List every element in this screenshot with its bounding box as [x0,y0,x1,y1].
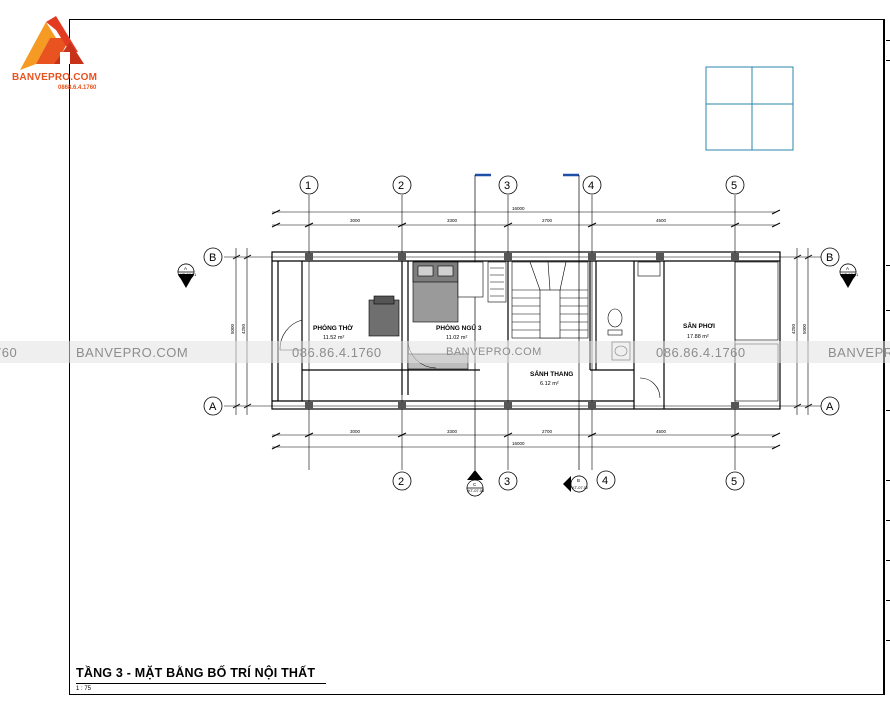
section-a-right-letter: A [846,266,849,271]
key-plan [705,66,794,151]
dim-top-1: 3000 [350,218,361,223]
title-block-tick [886,60,890,61]
dim-left-inner: 4250 [241,323,246,334]
stairs [511,261,589,339]
dimension-lines [232,209,813,450]
logo-phone-text: 0868.6.4.1760 [58,85,97,91]
dim-overall-top: 16000 [512,206,525,211]
title-block-tick [886,640,890,641]
section-c-sheet: KT-07.03 [468,488,485,493]
grid-bubble-5-top: 5 [731,180,737,192]
room-name-drying-yard: SÂN PHƠI [683,321,715,330]
drawing-title-underline [76,683,326,684]
section-b-letter: B [577,478,580,483]
drawing-scale: 1 : 75 [76,686,92,692]
dim-bottom-4: 4500 [656,429,667,434]
grid-bubble-b-right: B [826,252,833,264]
dim-top-4: 4500 [656,218,667,223]
title-block-tick [886,480,890,481]
dim-top-3: 2700 [542,218,553,223]
grid-bubble-b-left: B [209,252,216,264]
room-area-stair-hall: 6.12 m² [540,381,559,387]
title-block-tick [886,520,890,521]
room-name-stair-hall: SẢNH THANG [530,369,573,378]
grid-bubble-2-bottom: 2 [398,476,404,488]
watermark-phone-left: 086.86.4.1760 [292,345,382,360]
dim-left-height: 5000 [230,323,235,334]
walls [271,251,781,410]
grid-bubble-3-top: 3 [504,180,510,192]
title-block-tick [886,410,890,411]
grid-bubble-a-right: A [826,401,834,413]
grid-bubble-2-top: 2 [398,180,404,192]
section-a-left-letter: A [184,266,187,271]
dim-bottom-1: 3000 [350,429,361,434]
dim-right-height: 5000 [802,323,807,334]
title-block-tick [886,560,890,561]
dim-overall-bottom: 16000 [512,441,525,446]
section-a-left-sheet: KT-07.01 [180,272,197,277]
dim-right-inner: 4250 [791,323,796,334]
watermark-fragment: 760 [0,345,18,360]
watermark-phone-right: 086.86.4.1760 [656,345,746,360]
title-block-tick [886,600,890,601]
dim-bottom-3: 2700 [542,429,553,434]
room-name-bedroom-3: PHÒNG NGỦ 3 [436,323,482,332]
title-block-tick [886,310,890,311]
watermark-band [0,341,890,363]
grid-bubble-5-bottom: 5 [731,476,737,488]
grid-lines [224,195,822,470]
watermark-brand-left: BANVEPRO.COM [76,345,189,360]
room-area-bedroom-3: 11.02 m² [446,335,467,341]
dim-top-2: 3300 [447,218,458,223]
grid-bubble-4-bottom: 4 [602,475,608,487]
section-b-sheet: KT-07.02 [572,485,589,490]
title-block-tick [886,40,890,41]
dim-bottom-2: 3300 [447,429,458,434]
title-block-tick [886,265,890,266]
section-a-right-sheet: KT-07.01 [842,272,859,277]
grid-bubble-3-bottom: 3 [504,476,510,488]
room-name-altar: PHÒNG THỜ [313,323,353,332]
watermark-brand-center: BANVEPRO.COM [446,346,542,358]
grid-bubble-4-top: 4 [588,180,594,192]
watermark-brand-right: BANVEPRO.COM [828,345,890,360]
banvepro-logo-icon [20,16,84,70]
logo-brand-text: BANVEPRO.COM [12,72,98,83]
section-c-letter: C [473,482,477,487]
drawing-title: TẦNG 3 - MẶT BẰNG BỐ TRÍ NỘI THẤT [76,666,316,680]
room-area-drying-yard: 17.88 m² [687,334,709,340]
grid-bubble-1-top: 1 [305,180,311,192]
room-area-altar: 11.52 m² [323,335,344,341]
grid-bubble-a-left: A [209,401,217,413]
